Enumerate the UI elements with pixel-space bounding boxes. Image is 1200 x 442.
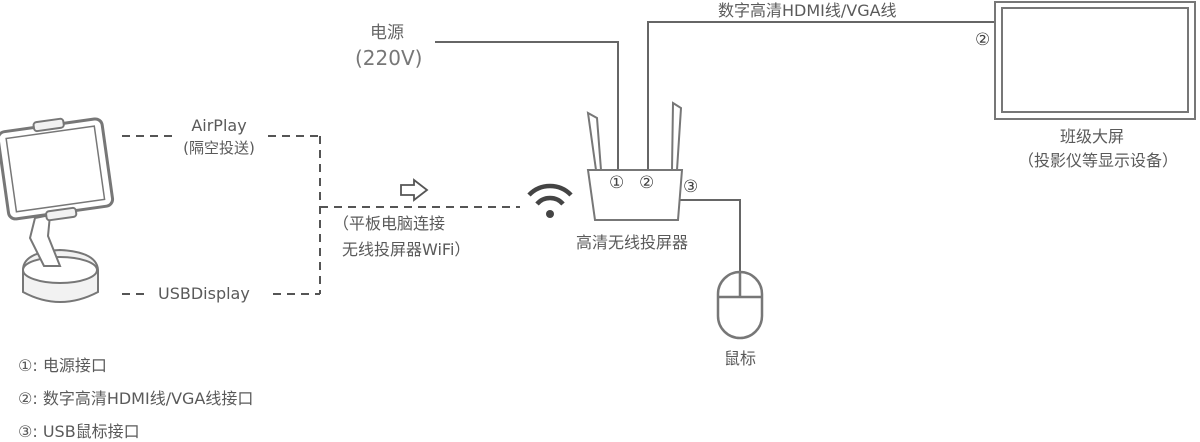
power-voltage-label: (220V) — [355, 46, 423, 70]
power-cable — [435, 41, 619, 173]
airplay-sub-label: (隔空投送) — [183, 139, 255, 157]
hdmi-cable-label: 数字高清HDMI线/VGA线 — [718, 1, 897, 20]
screen-port-marker: ② — [975, 30, 991, 50]
tablet-stand-icon — [0, 117, 115, 303]
arrow-right-icon — [400, 178, 429, 202]
airplay-dashed-line — [122, 135, 520, 295]
receiver-label: 高清无线投屏器 — [575, 233, 689, 252]
legend-text: : 数字高清HDMI线/VGA线接口 — [32, 389, 254, 408]
power-label: 电源 — [370, 23, 404, 43]
usb-port-marker: ③ — [683, 177, 699, 197]
hdmi-cable — [647, 21, 995, 173]
wifi-icon — [527, 183, 573, 218]
wifi-note-line1: （平板电脑连接 — [333, 214, 446, 233]
screen-subtitle: （投影仪等显示设备） — [1017, 151, 1179, 170]
screen-device-icon — [994, 1, 1196, 120]
wifi-note-line2: 无线投屏器WiFi） — [342, 240, 471, 259]
hdmi-port-marker: ② — [639, 173, 655, 193]
legend-item: ①: 电源接口 — [18, 356, 107, 376]
legend-marker: ③ — [18, 422, 33, 441]
screen-title: 班级大屏 — [1059, 127, 1125, 146]
legend-text: : USB鼠标接口 — [32, 422, 140, 441]
mouse-label: 鼠标 — [723, 349, 757, 368]
legend-marker: ② — [18, 389, 33, 408]
mouse-cable — [680, 199, 741, 273]
legend-text: : 电源接口 — [32, 356, 107, 375]
legend-item: ②: 数字高清HDMI线/VGA线接口 — [18, 389, 253, 409]
legend-marker: ① — [18, 356, 33, 375]
usbdisplay-label: USBDisplay — [158, 284, 250, 303]
airplay-label: AirPlay — [191, 116, 247, 135]
power-port-marker: ① — [609, 173, 625, 193]
receiver-device-icon — [586, 101, 684, 221]
legend-item: ③: USB鼠标接口 — [18, 422, 140, 442]
mouse-icon — [716, 270, 764, 340]
